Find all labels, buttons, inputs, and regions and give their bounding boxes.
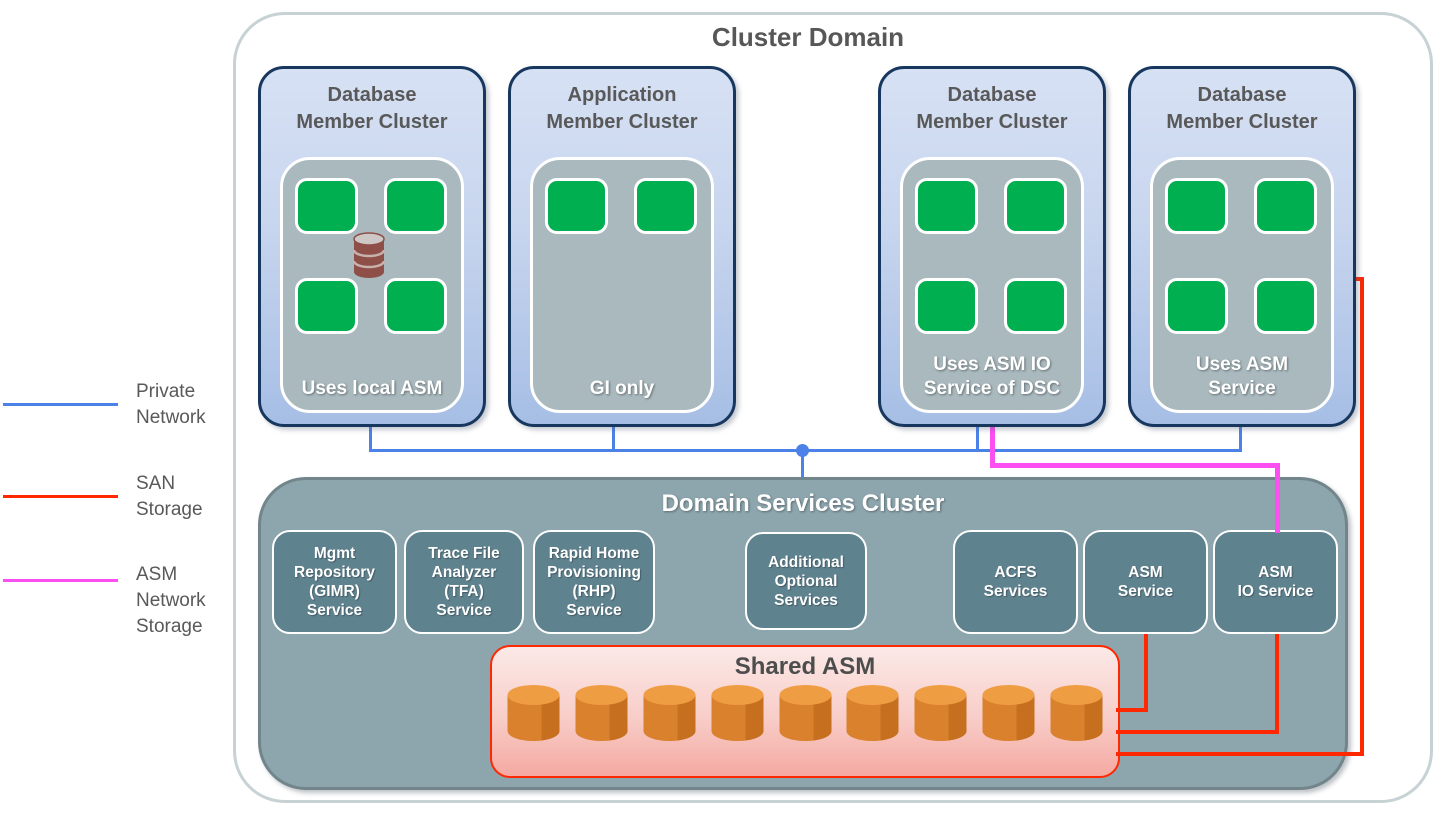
cluster-title: Database Member Cluster: [916, 84, 1068, 133]
node-grid: [545, 178, 697, 234]
asm-disk-icon: [1050, 685, 1103, 741]
cluster-node: [384, 178, 447, 234]
asm-disk-row: [492, 681, 1118, 745]
legend-asm-network-storage-label: ASM Network Storage: [136, 564, 206, 637]
legend-private-network-line: [3, 403, 118, 406]
cluster-storage-label: Uses ASM Service: [1195, 354, 1289, 399]
node-grid: [915, 178, 1067, 334]
asm-disk-icon: [643, 685, 696, 741]
asm-disk-icon: [779, 685, 831, 741]
legend-private-network-label: Private Network: [136, 381, 206, 428]
cluster-nodes-panel: Uses ASM Service: [1150, 157, 1334, 413]
service-box-additional: Additional Optional Services: [745, 532, 867, 630]
private-network-stub-cluster4: [1239, 422, 1242, 450]
cluster-node: [915, 278, 978, 334]
san-line-cluster4-stub: [1354, 277, 1364, 281]
cluster-node: [1165, 178, 1228, 234]
cluster-storage-label: Uses local ASM: [301, 378, 443, 399]
asm-network-line-v2: [1275, 463, 1280, 533]
service-box-gimr: Mgmt Repository (GIMR) Service: [272, 530, 397, 634]
legend-san-storage-line: [3, 495, 118, 498]
dsc-title: Domain Services Cluster: [661, 490, 945, 517]
legend-san-storage-label: SAN Storage: [136, 473, 203, 520]
database-member-cluster-1: Database Member Cluster Uses local ASM: [258, 66, 486, 427]
cluster-node: [295, 178, 358, 234]
cluster-domain-title: Cluster Domain: [711, 22, 905, 52]
cluster-storage-label: GI only: [589, 378, 655, 399]
private-network-stub-cluster3: [976, 422, 979, 450]
cluster-node: [545, 178, 608, 234]
asm-disk-icon: [982, 685, 1035, 741]
cluster-node: [1254, 178, 1317, 234]
service-box-asm-io: ASM IO Service: [1213, 530, 1338, 634]
cluster-storage-label: Uses ASM IO Service of DSC: [923, 354, 1061, 399]
asm-disk-icon: [711, 685, 764, 741]
database-member-cluster-2: Database Member Cluster Uses ASM IO Serv…: [878, 66, 1106, 427]
asm-network-line-v1: [990, 424, 995, 468]
local-database-icon: [352, 232, 386, 278]
private-network-junction-dot: [796, 444, 809, 457]
asm-disk-icon: [507, 685, 560, 741]
cluster-nodes-panel: GI only: [530, 157, 714, 413]
san-line-asm-io-vertical: [1275, 634, 1279, 734]
service-box-acfs: ACFS Services: [953, 530, 1078, 634]
private-network-stub-dsc: [801, 451, 804, 478]
asm-disk-icon: [575, 685, 628, 741]
private-network-stub-cluster2: [612, 424, 615, 450]
cluster-nodes-panel: Uses local ASM: [280, 157, 464, 413]
legend-asm-network-storage-line: [3, 579, 118, 582]
san-line-asm-io-horizontal: [1116, 730, 1279, 734]
asm-network-line-h: [990, 463, 1280, 468]
application-member-cluster: Application Member Cluster GI only: [508, 66, 736, 427]
cluster-title: Application Member Cluster: [546, 84, 698, 133]
san-line-bottom-horizontal: [1116, 752, 1364, 756]
cluster-node: [915, 178, 978, 234]
domain-services-cluster: Domain Services Cluster Mgmt Repository …: [258, 477, 1348, 790]
cluster-node: [1165, 278, 1228, 334]
cluster-title: Database Member Cluster: [1166, 84, 1318, 133]
private-network-stub-cluster1: [369, 424, 372, 450]
node-grid: [295, 178, 447, 334]
asm-disk-icon: [846, 685, 899, 741]
cluster-node: [1004, 278, 1067, 334]
cluster-node: [1254, 278, 1317, 334]
service-box-asm: ASM Service: [1083, 530, 1208, 634]
cluster-nodes-panel: Uses ASM IO Service of DSC: [900, 157, 1084, 413]
asm-disk-icon: [914, 685, 967, 741]
cluster-node: [384, 278, 447, 334]
cluster-node: [295, 278, 358, 334]
service-box-rhp: Rapid Home Provisioning (RHP) Service: [533, 530, 655, 634]
san-line-asm-service-vertical: [1144, 634, 1148, 712]
san-line-right-vertical: [1360, 277, 1364, 756]
service-box-tfa: Trace File Analyzer (TFA) Service: [404, 530, 524, 634]
node-grid: [1165, 178, 1317, 334]
shared-asm-box: Shared ASM: [490, 645, 1120, 778]
database-member-cluster-3: Database Member Cluster Uses ASM Service: [1128, 66, 1356, 427]
san-line-asm-service-horizontal: [1116, 708, 1148, 712]
cluster-node: [634, 178, 697, 234]
shared-asm-title: Shared ASM: [734, 653, 876, 680]
cluster-node: [1004, 178, 1067, 234]
cluster-title: Database Member Cluster: [296, 84, 448, 133]
